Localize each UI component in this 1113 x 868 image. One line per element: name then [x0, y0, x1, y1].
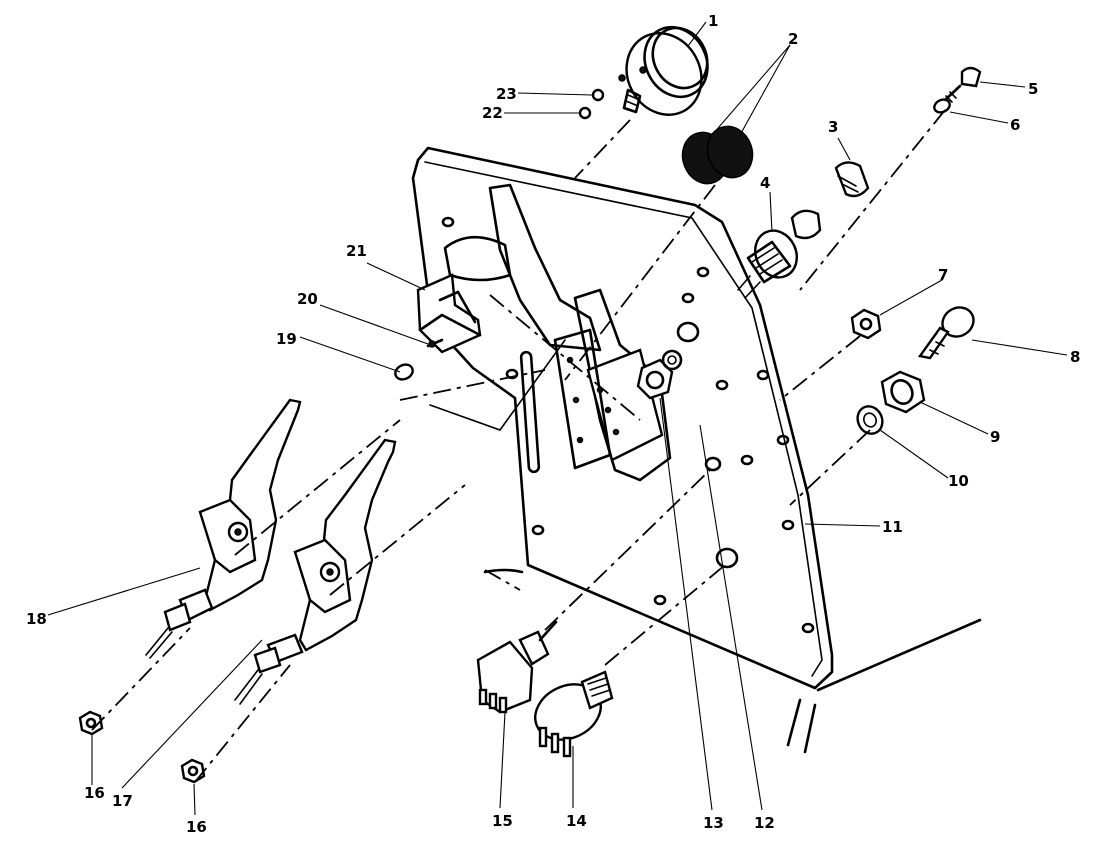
switch-bracket [553, 328, 683, 470]
callout-20: 20 [297, 290, 318, 308]
lamp-socket [737, 229, 798, 299]
nut-16-right [180, 758, 206, 784]
assembly-lines [91, 109, 946, 783]
screws-22-23 [578, 88, 605, 120]
callout-1: 1 [708, 12, 718, 30]
callout-12: 12 [754, 814, 775, 832]
callout-14: 14 [566, 812, 587, 830]
washer-10 [856, 405, 884, 435]
toggle-switch-15 [476, 620, 558, 714]
nut-19 [394, 363, 414, 381]
screw-5 [943, 66, 982, 103]
rubber-grommets [681, 125, 754, 185]
nut-7 [850, 308, 882, 340]
callout-9: 9 [990, 428, 1000, 446]
nut-16-left [78, 710, 104, 736]
leader-lines [47, 21, 1068, 816]
callout-5: 5 [1028, 80, 1038, 98]
lamp-bulb [790, 161, 870, 240]
callout-11: 11 [882, 518, 903, 536]
callout-10: 10 [948, 472, 969, 490]
callout-23: 23 [496, 85, 517, 103]
bracket-21 [416, 273, 482, 354]
callout-19: 19 [276, 330, 297, 348]
hex-nut-9 [880, 370, 926, 414]
control-lever-18 [145, 398, 302, 659]
callout-2: 2 [788, 30, 798, 48]
callout-18: 18 [26, 610, 47, 628]
control-lever-17 [234, 438, 397, 705]
callout-8: 8 [1070, 348, 1080, 366]
callout-22: 22 [482, 104, 503, 122]
callout-6: 6 [1010, 116, 1020, 134]
callout-15: 15 [492, 812, 513, 830]
callout-17: 17 [112, 792, 133, 810]
callout-3: 3 [828, 118, 838, 136]
callout-21: 21 [346, 242, 367, 260]
ignition-switch-14 [534, 670, 614, 758]
callout-labels: 1 2 3 4 5 6 7 8 9 10 11 12 13 14 15 16 1… [26, 12, 1080, 836]
callout-13: 13 [703, 814, 724, 832]
gauge [618, 25, 709, 116]
callout-16-left: 16 [84, 784, 105, 802]
callout-4: 4 [760, 174, 770, 192]
ignition-key [917, 306, 975, 360]
callout-16-right: 16 [186, 818, 207, 836]
callout-7: 7 [938, 266, 948, 284]
screw-20 [426, 338, 444, 348]
